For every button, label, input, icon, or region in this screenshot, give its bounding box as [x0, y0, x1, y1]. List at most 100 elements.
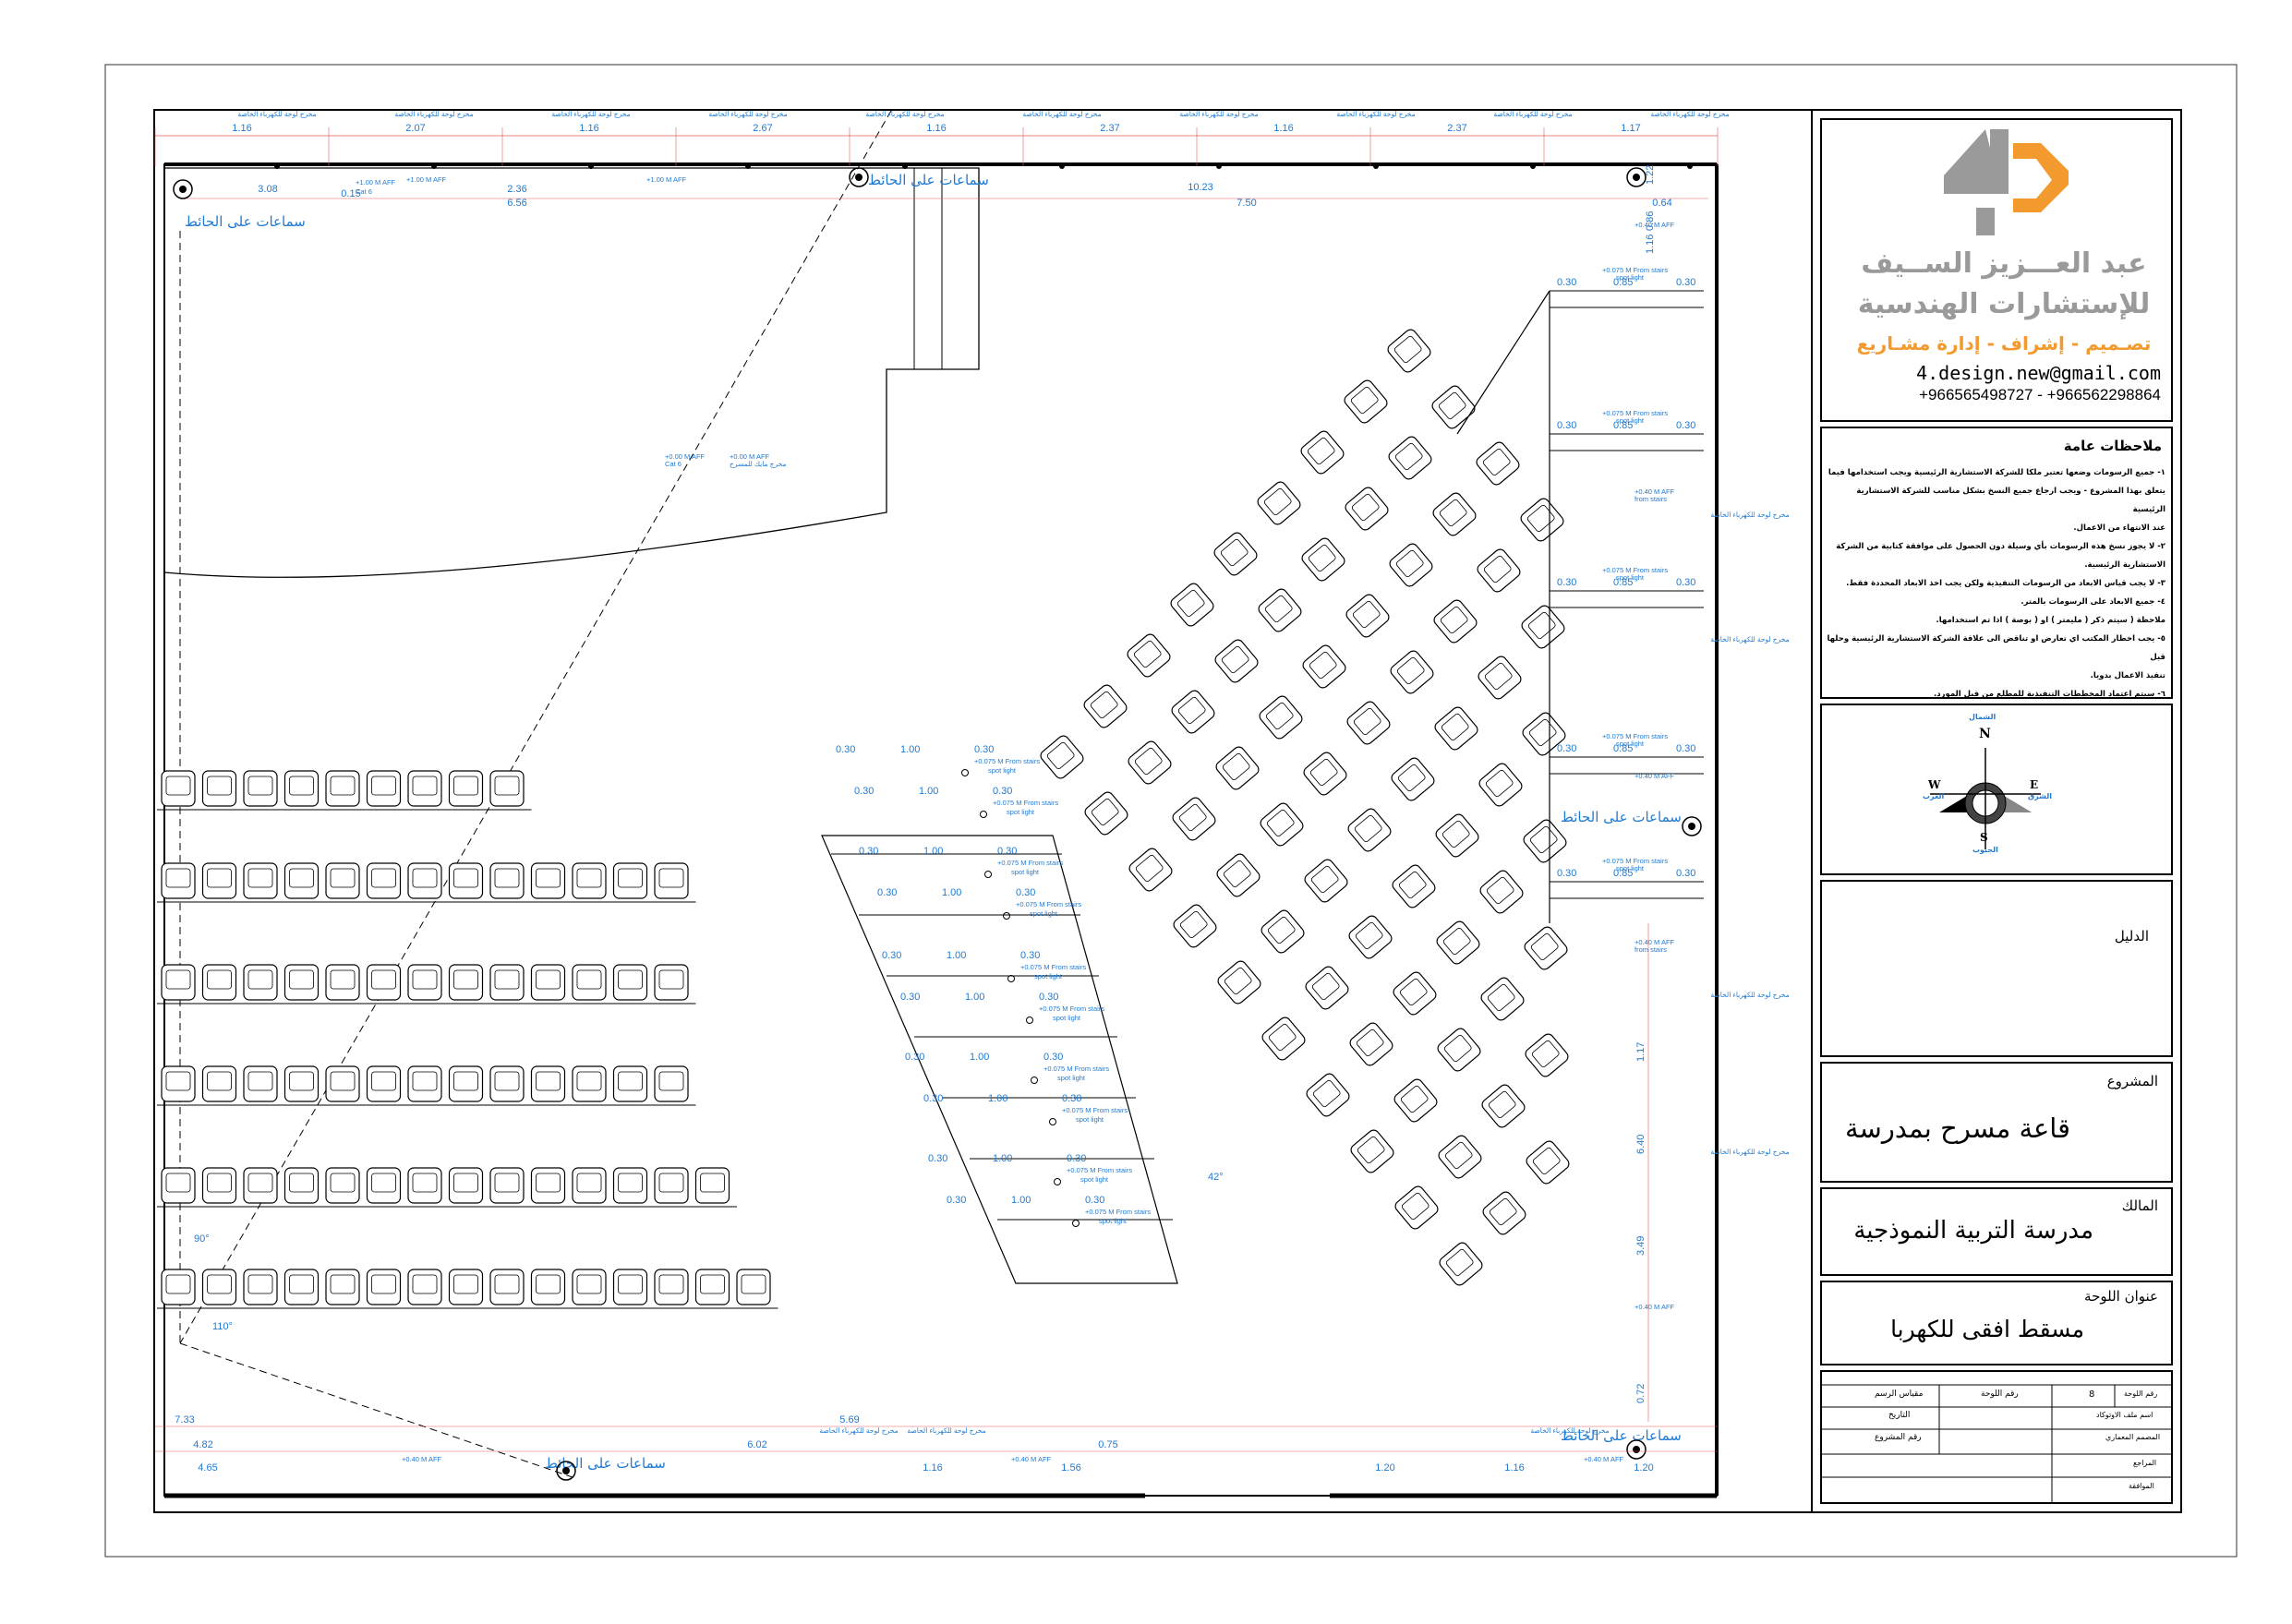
angled-seat: [1303, 752, 1347, 796]
seat-cushion: [576, 969, 602, 990]
from-stairs: from stairs: [1635, 945, 1667, 954]
seat: [489, 770, 525, 807]
angled-seat-cushion: [1445, 1248, 1474, 1277]
second-dim: 0.15: [341, 188, 360, 199]
angled-seat-cushion: [1352, 600, 1381, 629]
angled-seat: [1481, 1084, 1526, 1128]
seat-cushion: [536, 1173, 561, 1193]
aisle-dim: 0.30: [1067, 1153, 1086, 1164]
outlet-label: مخرج لوحة للكهرباء الخاصة: [1336, 110, 1415, 118]
aisle-dim: 1.00: [1011, 1195, 1031, 1206]
seat-cushion: [453, 776, 478, 796]
seat-cushion: [330, 1071, 356, 1091]
spot-text: +0.075 M From stairs: [1039, 1004, 1104, 1013]
angled-seat: [1435, 813, 1479, 858]
compass-rose: [1930, 748, 2041, 849]
angled-seat: [1301, 537, 1345, 582]
angled-seat: [1305, 966, 1349, 1010]
aff-label: +0.40 M AFF: [402, 1455, 442, 1463]
seat: [572, 964, 607, 1001]
seat-cushion: [207, 1071, 232, 1091]
note-line: ١- جميع الرسومات وضعها تعتبر ملكا للشركة…: [1828, 468, 2165, 477]
owner-value: مدرسة التربية النموذجية: [1853, 1217, 2093, 1245]
spot-label: spot light: [1057, 1074, 1086, 1082]
spot-label: spot light: [1011, 868, 1040, 876]
aff-label: +0.40 M AFF: [1635, 1303, 1675, 1311]
seat: [201, 770, 237, 807]
angled-seat: [1437, 1028, 1481, 1072]
seat: [325, 1065, 360, 1102]
angled-seat: [1477, 548, 1521, 593]
stair-dim: 0.30: [1676, 277, 1695, 288]
compass-south-ar: الجنوب: [1972, 846, 1998, 854]
outlet-label: مخرج لوحة للكهرباء الخاصة: [708, 110, 787, 118]
angled-seat-cushion: [1398, 871, 1427, 899]
outlet-label: مخرج لوحة للكهرباء الخاصة: [1022, 110, 1101, 118]
angled-seat-cushion: [1135, 854, 1164, 883]
angled-seat: [1345, 594, 1390, 638]
titleblock-frame: [1811, 109, 2182, 1513]
angled-seat: [1433, 599, 1478, 644]
speaker-icon: [849, 167, 869, 187]
angled-seat: [1392, 864, 1436, 908]
angled-seat-cushion: [1400, 1085, 1429, 1113]
seat: [366, 1167, 402, 1204]
angled-seat-cushion: [1267, 916, 1296, 944]
seat-cushion: [618, 868, 643, 888]
angled-seat-cushion: [1350, 386, 1379, 415]
angled-seat: [1302, 644, 1346, 689]
angled-seat: [1261, 1017, 1306, 1061]
seat: [572, 862, 607, 899]
titleblock-cells: [1820, 118, 2173, 1504]
seat-cushion: [536, 1071, 561, 1091]
outlet-label: مخرج لوحة للكهرباء الخاصة: [394, 110, 473, 118]
angled-seat-cushion: [1307, 437, 1335, 465]
angled-seat-cushion: [1486, 876, 1514, 905]
seat-cushion: [247, 776, 273, 796]
spot-text: +0.075 M From stairs: [1043, 1065, 1109, 1073]
spot-text: +0.075 M From stairs: [1602, 266, 1668, 274]
spot-text: +0.075 M From stairs: [1602, 566, 1668, 574]
seat-cushion: [207, 1274, 232, 1294]
tb-date-label: التاريخ: [1888, 1411, 1911, 1420]
angled-seat: [1172, 797, 1216, 841]
seat: [448, 964, 484, 1001]
angled-seat: [1350, 1129, 1394, 1173]
seat: [612, 862, 648, 899]
tb-sheet-no: 8: [2089, 1389, 2095, 1400]
angled-seat-cushion: [1397, 764, 1426, 792]
stair-dim: 0.30: [1557, 420, 1576, 431]
seat: [407, 1269, 442, 1305]
angled-seat-cushion: [1046, 741, 1075, 770]
angled-seat-cushion: [1442, 927, 1471, 956]
titleblock-table: [1821, 1384, 2172, 1503]
seat-cushion: [247, 1274, 273, 1294]
aisle-stairs: [821, 835, 1178, 1284]
seat: [407, 862, 442, 899]
note-line: ٦- سيتم اعتماد المخططات التنفيذية للمطلع…: [1934, 690, 2165, 699]
aff-label: +1.00 M AFF: [646, 175, 687, 184]
aff-label: +0.40 M AFF: [1584, 1455, 1624, 1463]
seat-cushion: [207, 776, 232, 796]
aisle-dim: 0.30: [1016, 887, 1035, 898]
angled-seat: [1306, 1073, 1350, 1117]
angled-seat: [1259, 695, 1303, 740]
seat: [612, 964, 648, 1001]
outlet-dot: [274, 163, 280, 169]
spot-light-icon: [1003, 912, 1010, 920]
bottom-dim: 6.02: [747, 1439, 766, 1450]
seat: [530, 862, 566, 899]
wall-speakers-label: سماعات على الحائط: [1561, 1427, 1682, 1444]
angled-seat-cushion: [1443, 1034, 1472, 1063]
angled-seat-cushion: [1091, 798, 1119, 826]
angled-seat: [1213, 532, 1258, 576]
angled-seat: [1522, 712, 1566, 756]
seat: [489, 1065, 525, 1102]
angled-seat-cushion: [1220, 538, 1249, 567]
aisle-dim: 1.00: [965, 992, 984, 1003]
aff-label: +0.40 M AFF: [1635, 772, 1675, 780]
note-line: الاستشارية الرئيسية.: [2084, 560, 2165, 570]
compass-east-ar: الشرق: [2028, 792, 2053, 800]
